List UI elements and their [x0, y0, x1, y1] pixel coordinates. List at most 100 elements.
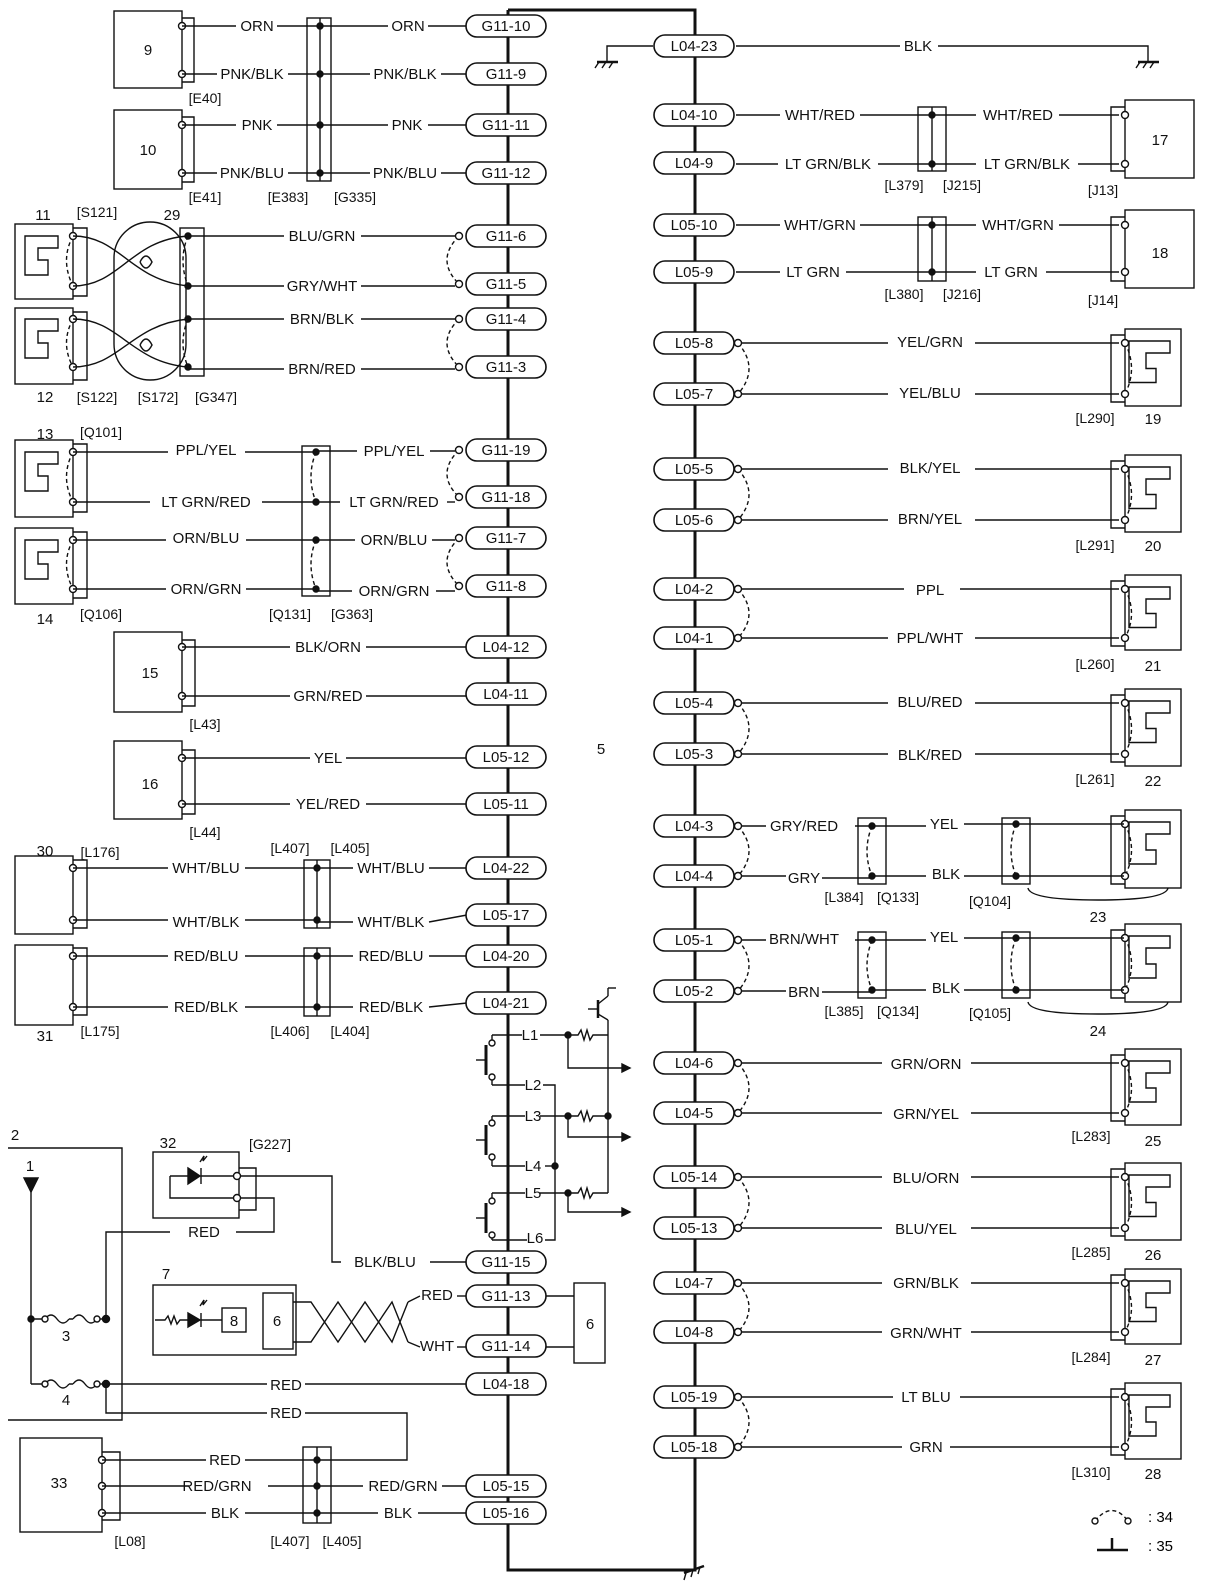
numbers-label: 23 [1090, 909, 1107, 926]
pin-label: L04-11 [483, 686, 529, 703]
wire-labels-label: ORN/GRN [359, 583, 430, 600]
wire-labels-label: WHT/GRN [982, 217, 1054, 234]
refs-label: [L176] [81, 844, 120, 860]
wire-labels-label: PNK/BLK [373, 66, 436, 83]
wire-labels-label: RED/BLK [174, 999, 238, 1016]
wire-labels-label: BLK [932, 866, 960, 883]
wire-labels-label: BLK [932, 980, 960, 997]
legend-item-35: : 35 [1148, 1538, 1174, 1555]
wire-labels-label: RED/GRN [182, 1478, 251, 1495]
wire-labels-label: PNK [392, 117, 423, 134]
pin-g11-11: G11-11 [465, 113, 547, 137]
right-harness-pairs [733, 45, 1119, 1452]
pin-l05-5: L05-5 [653, 457, 735, 481]
pin-g11-3: G11-3 [465, 355, 547, 379]
pin-label: L05-13 [671, 1220, 718, 1237]
refs-label: [Q134] [877, 1003, 919, 1019]
pin-label: L04-8 [675, 1324, 713, 1341]
connector-pins: G11-10G11-9G11-11G11-12G11-6G11-5G11-4G1… [465, 14, 735, 1525]
refs-label: [L405] [331, 840, 370, 856]
wire-labels-label: BLU/YEL [895, 1221, 957, 1238]
pin-label: L05-16 [483, 1505, 530, 1522]
numbers-label: 30 [37, 843, 54, 860]
pin-label: L05-3 [675, 746, 713, 763]
refs-label: [Q133] [877, 889, 919, 905]
pin-label: G11-6 [486, 228, 527, 245]
pin-l05-12: L05-12 [465, 745, 547, 769]
pin-label: G11-18 [482, 489, 531, 506]
refs-label: [L261] [1076, 771, 1115, 787]
refs-label: [L310] [1072, 1464, 1111, 1480]
pin-label: L04-6 [675, 1055, 713, 1072]
pin-label: G11-9 [486, 66, 527, 83]
pin-l04-3: L04-3 [653, 814, 735, 838]
refs-label: [L44] [189, 824, 220, 840]
pin-l05-8: L05-8 [653, 331, 735, 355]
refs-label: [J216] [943, 286, 981, 302]
refs-label: [L284] [1072, 1349, 1111, 1365]
numbers-label: 6 [273, 1313, 281, 1330]
pin-l05-15: L05-15 [465, 1474, 547, 1498]
pin-g11-13: G11-13 [465, 1284, 547, 1308]
refs-label: [L283] [1072, 1128, 1111, 1144]
wire-labels-label: WHT/BLU [172, 860, 240, 877]
refs-label: [L175] [81, 1023, 120, 1039]
wire-labels-label: BRN [788, 984, 820, 1001]
pin-label: L05-2 [675, 983, 713, 1000]
pin-l04-8: L04-8 [653, 1320, 735, 1344]
wire-labels-label: WHT/BLK [173, 914, 240, 931]
pin-label: L04-10 [671, 107, 718, 124]
wire-labels-label: LT GRN [786, 264, 840, 281]
pin-label: L05-11 [483, 796, 529, 813]
wire-labels-label: PPL/YEL [176, 442, 237, 459]
refs-label: [L291] [1076, 537, 1115, 553]
wire-labels-label: GRN [909, 1439, 942, 1456]
pin-l05-2: L05-2 [653, 979, 735, 1003]
pin-label: L04-9 [675, 155, 713, 172]
pin-label: G11-12 [482, 165, 531, 182]
numbers-label: 33 [51, 1475, 68, 1492]
pin-g11-19: G11-19 [465, 438, 547, 462]
pin-l05-16: L05-16 [465, 1501, 547, 1525]
pin-l04-12: L04-12 [465, 635, 547, 659]
wire-labels-label: BLK [211, 1505, 239, 1522]
refs-label: [J215] [943, 177, 981, 193]
pin-l05-18: L05-18 [653, 1435, 735, 1459]
wire-labels-label: BLK/ORN [295, 639, 361, 656]
pin-g11-14: G11-14 [465, 1334, 547, 1358]
pin-label: L05-17 [483, 907, 530, 924]
pin-label: G11-19 [482, 442, 531, 459]
numbers-label: 4 [62, 1392, 70, 1409]
wire-labels-label: ORN [391, 18, 424, 35]
wire-labels-label: L2 [525, 1077, 542, 1094]
refs-label: [L260] [1076, 656, 1115, 672]
pin-g11-15: G11-15 [465, 1250, 547, 1274]
pin-label: L05-15 [483, 1478, 530, 1495]
pin-l05-1: L05-1 [653, 928, 735, 952]
wire-labels-label: PPL [916, 582, 944, 599]
pin-l05-7: L05-7 [653, 382, 735, 406]
wire-labels-label: RED [209, 1452, 241, 1469]
numbers-label: 32 [160, 1135, 177, 1152]
wire-labels-label: BRN/WHT [769, 931, 839, 948]
wire-labels-label: GRY [788, 870, 820, 887]
pin-g11-10: G11-10 [465, 14, 547, 38]
refs-label: [L404] [331, 1023, 370, 1039]
refs-label: [L285] [1072, 1244, 1111, 1260]
pin-l04-22: L04-22 [465, 856, 547, 880]
wire-labels-label: GRN/YEL [893, 1106, 959, 1123]
refs-label: [Q106] [80, 606, 122, 622]
wire-labels-label: GRY/WHT [287, 278, 358, 295]
refs-label: [L08] [114, 1533, 145, 1549]
pin-label: G11-7 [486, 530, 527, 547]
wire-labels-label: RED/BLU [358, 948, 423, 965]
wire-labels-label: RED [270, 1405, 302, 1422]
numbers-label: 10 [140, 142, 157, 159]
pin-l04-7: L04-7 [653, 1271, 735, 1295]
refs-label: [G227] [249, 1136, 291, 1152]
legend-item-34: : 34 [1148, 1509, 1174, 1526]
pin-l04-5: L04-5 [653, 1101, 735, 1125]
wire-labels-label: WHT/BLU [357, 860, 425, 877]
